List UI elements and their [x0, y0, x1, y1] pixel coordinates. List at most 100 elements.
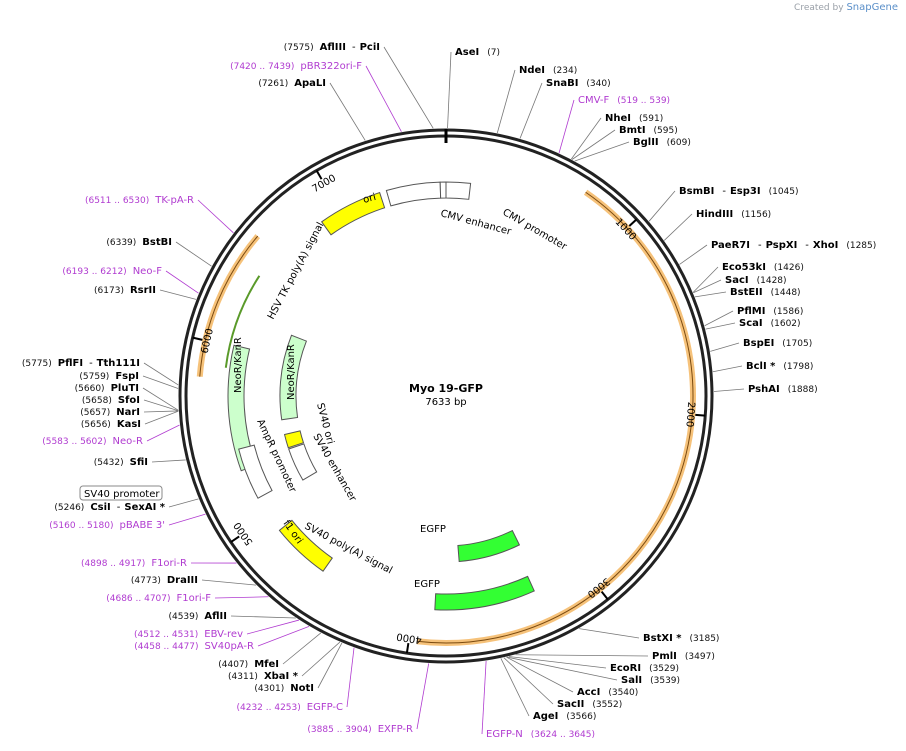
primer-pos: (5583 .. 5602): [42, 437, 106, 447]
left-site-15: (5246)CsiI-SexAI *: [54, 502, 165, 513]
cmv-enhancer-arrow: [385, 181, 442, 207]
left-site-22: (4458 .. 4477)SV40pA-R: [134, 641, 254, 652]
primer-pos: (3624 .. 3645): [531, 730, 595, 740]
left-site-27: (3885 .. 3904) EXFP-R: [307, 724, 413, 735]
egfp-outer-arrow: [434, 575, 535, 611]
right-leader-22: [506, 656, 574, 693]
right-leader-16: [712, 365, 743, 373]
site-name: NarI: [116, 407, 140, 418]
left-site-1: (7420 .. 7439)pBR322ori-F: [230, 61, 362, 72]
right-leader-6: [574, 141, 630, 162]
site-sep: -: [722, 186, 726, 197]
bp-tick-5000: [230, 535, 240, 543]
site-name2: Tth111I: [97, 358, 140, 369]
right-leader-15: [710, 342, 740, 352]
primer-pos: (4232 .. 4253): [236, 703, 300, 713]
left-leader-1: [365, 65, 402, 132]
neor-inner-arrow: [279, 334, 308, 421]
left-site-10: (5658)SfoI: [82, 395, 140, 406]
right-site-9: PaeR7I-PspXI-XhoI(1285): [711, 240, 876, 251]
sv40-promoter-box: [79, 485, 163, 501]
left-leader-3: [197, 199, 234, 234]
right-site-23: SacII(3552): [557, 699, 622, 710]
left-site-0: (7575)AflIII-PciI: [284, 42, 380, 53]
left-leader-9: [142, 387, 179, 411]
highlight-neo-cds-line: [199, 235, 259, 377]
bp-tick-label: 4000: [396, 630, 423, 645]
site-sep: -: [758, 240, 762, 251]
right-site-6: BglII(609): [633, 137, 691, 148]
site-name: CsiI: [90, 502, 110, 513]
bp-tick-6000: [192, 336, 203, 341]
right-site-25: EGFP-N(3624 .. 3645): [486, 729, 595, 740]
left-leader-23: [282, 632, 322, 665]
left-site-25: (4301)NotI: [254, 683, 314, 694]
left-site-9: (5660)PluTI: [75, 383, 139, 394]
bp-tick-label: 3000: [585, 575, 612, 599]
left-site-24: (4311)XbaI *: [228, 671, 299, 682]
bp-tick-1000: [628, 218, 638, 227]
site-name3: XhoI: [813, 240, 838, 251]
highlight-neo-cds: [196, 234, 261, 377]
brand-prefix: Created by: [794, 3, 844, 13]
ori-label: ori: [362, 192, 377, 206]
highlight-arcs: [196, 189, 696, 646]
site-name: AccI: [577, 687, 600, 698]
site-pos: (3497): [685, 652, 715, 662]
feature-arrows: [227, 181, 535, 611]
site-pos: (3552): [592, 700, 622, 710]
primer-name: TK-pA-R: [154, 195, 194, 206]
right-leader-25: [481, 660, 487, 735]
site-pos: (5432): [94, 458, 124, 468]
site-pos: (5775): [22, 359, 52, 369]
site-pos: (1586): [773, 307, 803, 317]
left-leader-14: [151, 459, 186, 463]
right-leader-17: [713, 388, 745, 392]
site-name: AflII: [204, 611, 227, 622]
right-leader-12: [694, 291, 727, 298]
left-site-20: (4539)AflII: [168, 611, 227, 622]
brand-credit: Created by SnapGene: [794, 2, 898, 13]
primer-name: Neo-F: [133, 266, 163, 277]
left-site-13: (5583 .. 5602) Neo-R: [42, 436, 143, 447]
hsv-tk-label: HSV TK poly(A) signal: [266, 221, 327, 322]
right-leader-23: [503, 657, 554, 705]
site-name: PflFI: [58, 358, 83, 369]
right-site-14: ScaI(1602): [739, 318, 801, 329]
primer-name: EXFP-R: [378, 724, 413, 735]
right-leader-18: [579, 628, 640, 639]
right-leader-19: [515, 654, 649, 657]
site-name: PluTI: [111, 383, 139, 394]
site-pos: (5759): [79, 372, 109, 382]
egfp-outer-label: EGFP: [414, 579, 440, 590]
site-pos: (6339): [106, 238, 136, 248]
right-leader-5: [571, 129, 616, 160]
left-leader-21: [246, 619, 300, 635]
primer-name: Neo-R: [113, 436, 144, 447]
left-leader-5: [165, 270, 199, 294]
left-site-21: (4512 .. 4531)EBV-rev: [134, 629, 243, 640]
primer-name: pBABE 3': [119, 520, 165, 531]
left-leader-24: [301, 641, 341, 677]
right-site-22: AccI(3540): [577, 687, 638, 698]
right-leader-3: [558, 99, 575, 154]
right-leader-0: [447, 51, 452, 129]
f1-ori-arrow: [278, 519, 333, 572]
site-name: SfoI: [118, 395, 140, 406]
right-site-11: SacI(1428): [725, 275, 787, 286]
site-pos: (6173): [94, 286, 124, 296]
site-pos: (1705): [782, 339, 812, 349]
primer-pos: (6193 .. 6212): [62, 267, 126, 277]
primer-name: SV40pA-R: [205, 641, 254, 652]
site-name: XbaI *: [264, 671, 299, 682]
site-name2: Esp3I: [730, 186, 761, 197]
site-name: ScaI: [739, 318, 763, 329]
site-name: ApaLI: [294, 78, 326, 89]
primer-pos: (3885 .. 3904): [307, 725, 371, 735]
neor-outer-label: NeoR/KanR: [233, 337, 244, 393]
right-leader-21: [506, 656, 618, 681]
right-leader-1: [496, 69, 516, 134]
site-pos: (3185): [690, 634, 720, 644]
site-pos: (3566): [566, 712, 596, 722]
site-pos: (7): [487, 48, 500, 58]
